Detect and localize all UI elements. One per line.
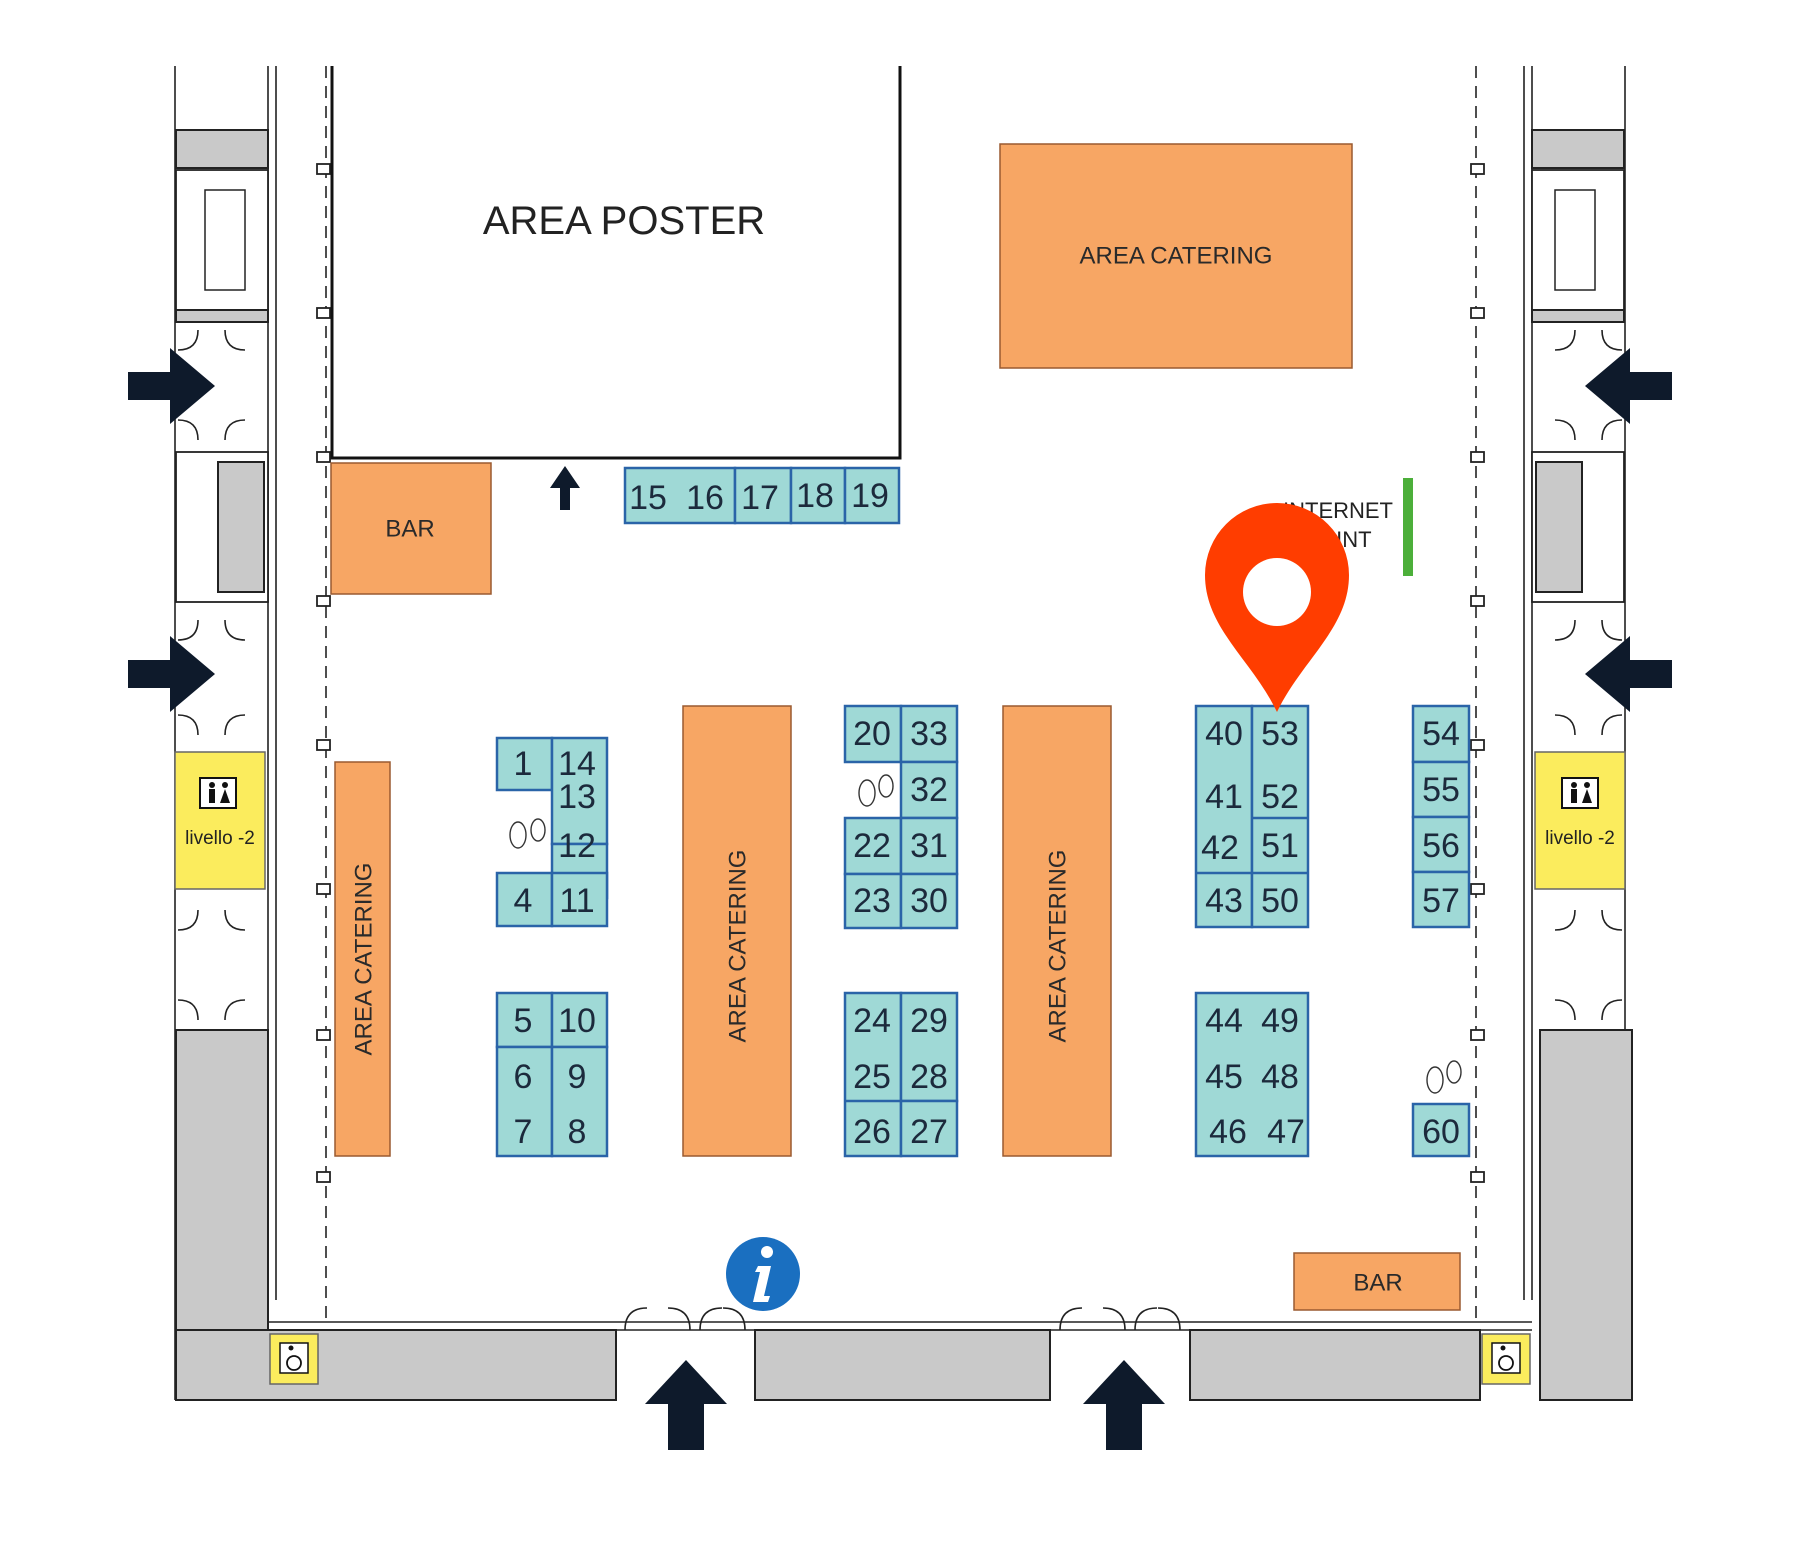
booth-10[interactable]: 10 — [558, 1002, 596, 1040]
booth-57[interactable]: 57 — [1422, 882, 1460, 920]
toilet-right: livello -2 — [1534, 751, 1626, 890]
booth-44[interactable]: 44 — [1205, 1002, 1243, 1040]
booth-17[interactable]: 17 — [741, 479, 779, 517]
booth-30[interactable]: 30 — [910, 882, 948, 920]
location-pin-icon[interactable] — [1205, 503, 1349, 712]
catering-left: AREA CATERING — [334, 761, 391, 1157]
booth-group-f — [1194, 991, 1310, 1158]
booth-group-b — [495, 991, 609, 1158]
booth-51[interactable]: 51 — [1261, 827, 1299, 865]
booth-25[interactable]: 25 — [853, 1058, 891, 1096]
booth-16[interactable]: 16 — [686, 479, 724, 517]
booth-group-c — [843, 704, 959, 930]
booth-1[interactable]: 1 — [514, 745, 533, 783]
booth-4[interactable]: 4 — [514, 882, 533, 920]
toilet-right-label: livello -2 — [1545, 828, 1615, 849]
booth-13[interactable]: 13 — [558, 778, 596, 816]
wheelchair-icon — [1481, 1333, 1531, 1385]
booth-12[interactable]: 12 — [558, 827, 596, 865]
booth-group-a — [495, 736, 609, 928]
catering-middle-1: AREA CATERING — [682, 705, 792, 1157]
area-poster-label: AREA POSTER — [483, 199, 765, 243]
booth-group-g — [1411, 704, 1471, 1158]
toilet-left: livello -2 — [174, 751, 266, 890]
toilet-left-label: livello -2 — [185, 828, 255, 849]
footprints-icon — [509, 774, 1462, 1094]
booth-18[interactable]: 18 — [796, 477, 834, 515]
booth-54[interactable]: 54 — [1422, 715, 1460, 753]
bar-top: BAR — [330, 462, 492, 595]
booth-6[interactable]: 6 — [514, 1058, 533, 1096]
catering-top: AREA CATERING — [999, 143, 1353, 369]
booth-14[interactable]: 14 — [558, 745, 596, 783]
building-walls — [174, 66, 1633, 1401]
booth-50[interactable]: 50 — [1261, 882, 1299, 920]
catering-middle-2-label: AREA CATERING — [1045, 850, 1072, 1043]
booth-48[interactable]: 48 — [1261, 1058, 1299, 1096]
booth-53[interactable]: 53 — [1261, 715, 1299, 753]
booth-group-top — [623, 466, 901, 525]
booth-47[interactable]: 47 — [1267, 1113, 1305, 1151]
booth-49[interactable]: 49 — [1261, 1002, 1299, 1040]
booth-group-e — [1194, 704, 1310, 929]
booth-29[interactable]: 29 — [910, 1002, 948, 1040]
booth-24[interactable]: 24 — [853, 1002, 891, 1040]
catering-middle-1-label: AREA CATERING — [725, 850, 752, 1043]
catering-top-label: AREA CATERING — [1080, 243, 1273, 270]
booth-33[interactable]: 33 — [910, 715, 948, 753]
booth-55[interactable]: 55 — [1422, 771, 1460, 809]
booth-40[interactable]: 40 — [1205, 715, 1243, 753]
bar-bottom: BAR — [1293, 1252, 1461, 1311]
booth-22[interactable]: 22 — [853, 827, 891, 865]
info-icon[interactable] — [726, 1237, 800, 1311]
bar-bottom-label: BAR — [1353, 1270, 1402, 1297]
booth-27[interactable]: 27 — [910, 1113, 948, 1151]
catering-left-label: AREA CATERING — [351, 863, 378, 1056]
booth-31[interactable]: 31 — [910, 827, 948, 865]
bar-top-label: BAR — [385, 516, 434, 543]
booth-9[interactable]: 9 — [568, 1058, 587, 1096]
booth-52[interactable]: 52 — [1261, 778, 1299, 816]
entrance-arrow-icon — [128, 348, 1672, 1450]
booth-19[interactable]: 19 — [851, 477, 889, 515]
booth-28[interactable]: 28 — [910, 1058, 948, 1096]
booth-8[interactable]: 8 — [568, 1113, 587, 1151]
booth-numbers: 15 16 17 18 19 1 14 13 12 4 11 5 10 6 9 … — [514, 477, 1460, 1151]
booth-41[interactable]: 41 — [1205, 778, 1243, 816]
booth-42[interactable]: 42 — [1201, 829, 1239, 867]
booth-11[interactable]: 11 — [559, 882, 594, 920]
booth-5[interactable]: 5 — [514, 1002, 533, 1040]
wheelchair-icon — [269, 1333, 319, 1385]
booth-45[interactable]: 45 — [1205, 1058, 1243, 1096]
booth-15[interactable]: 15 — [629, 479, 667, 517]
booth-60[interactable]: 60 — [1422, 1113, 1460, 1151]
restroom-icon — [209, 782, 230, 803]
catering-middle-2: AREA CATERING — [1002, 705, 1112, 1157]
booth-43[interactable]: 43 — [1205, 882, 1243, 920]
restroom-icon — [1571, 782, 1592, 803]
booth-46[interactable]: 46 — [1209, 1113, 1247, 1151]
booth-23[interactable]: 23 — [853, 882, 891, 920]
booth-56[interactable]: 56 — [1422, 827, 1460, 865]
booth-32[interactable]: 32 — [910, 771, 948, 809]
booth-group-d — [843, 991, 959, 1158]
booth-7[interactable]: 7 — [514, 1113, 533, 1151]
booth-26[interactable]: 26 — [853, 1113, 891, 1151]
booth-20[interactable]: 20 — [853, 715, 891, 753]
